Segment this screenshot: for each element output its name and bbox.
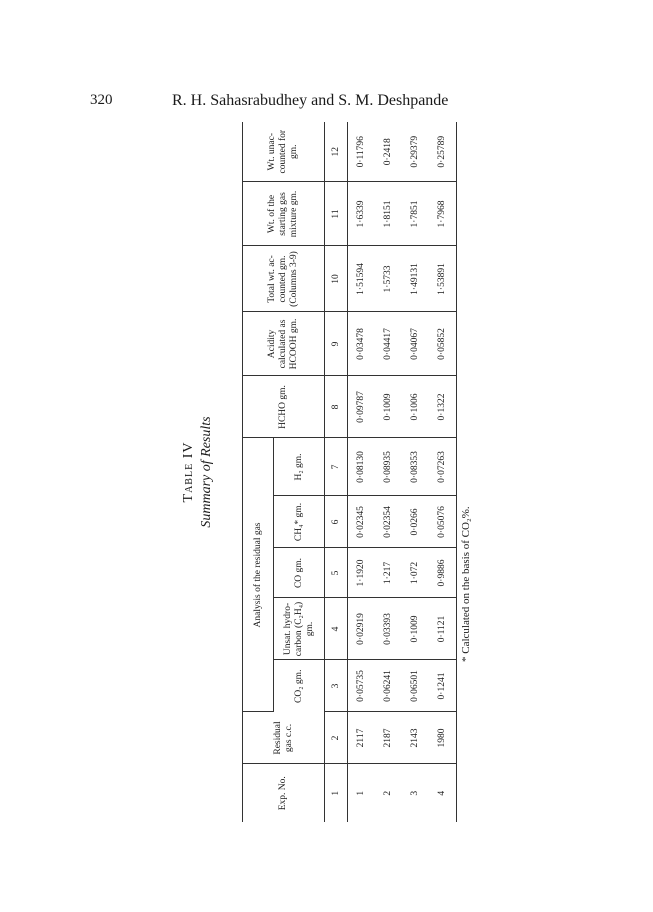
results-table: Exp. No. Residual gas c.c. Analysis of t… (242, 121, 457, 822)
column-number: 7 (324, 437, 348, 496)
table-cell: 0·05076 (429, 496, 457, 548)
table-cell: 0·05735 (347, 660, 375, 712)
table-cell: 0·02919 (347, 598, 375, 660)
table-cell: 0·11796 (347, 121, 375, 182)
running-head: 320 R. H. Sahasrabudhey and S. M. Deshpa… (90, 92, 570, 116)
table-caption: Table IV Summary of Results (180, 122, 216, 822)
column-number: 2 (324, 712, 348, 764)
column-number: 3 (324, 660, 348, 712)
column-number-row: 1 2 3 4 5 6 7 8 9 10 11 12 (324, 121, 348, 822)
rotated-table-area: Table IV Summary of Results Exp. No. Res… (181, 121, 472, 822)
table-cell: 2143 (402, 712, 429, 764)
table-cell: 0·04067 (402, 311, 429, 376)
table-cell: 0·25789 (429, 121, 457, 182)
table-cell: 0·1121 (429, 598, 457, 660)
table-cell: 1·217 (375, 548, 402, 598)
table-cell: 1·6339 (347, 181, 375, 246)
table-cell: 0·9886 (429, 548, 457, 598)
table-cell: 1980 (429, 712, 457, 764)
column-number: 1 (324, 764, 348, 822)
table-cell: 0·05852 (429, 311, 457, 376)
table-cell: 2187 (375, 712, 402, 764)
col-header-starting-gas: Wt. of the starting gas mixture gm. (242, 181, 325, 246)
col-header-residual-gas: Residual gas c.c. (242, 712, 325, 764)
table-cell: 0·06501 (402, 660, 429, 712)
table-cell: 0·1006 (402, 375, 429, 438)
column-number: 12 (324, 121, 348, 182)
table-cell: 0·1009 (375, 375, 402, 438)
table-cell: 1·5733 (375, 245, 402, 312)
table-cell: 1·1920 (347, 548, 375, 598)
table-cell: 0·1009 (402, 598, 429, 660)
col-header-exp-no: Exp. No. (278, 776, 288, 811)
table-cell: 1 (356, 790, 366, 796)
column-number: 11 (324, 181, 348, 246)
table-cell: 0·08130 (347, 437, 375, 496)
table-cell: 0·0266 (402, 496, 429, 548)
table-cell: 1·51594 (347, 245, 375, 312)
table-cell: 2117 (347, 712, 375, 764)
table-row: 3 2143 0·06501 0·1009 1·072 0·0266 0·083… (402, 121, 429, 822)
table-title: Summary of Results (199, 416, 214, 528)
column-number: 4 (324, 598, 348, 660)
table-cell: 0·04417 (375, 311, 402, 376)
table-cell: 1·53891 (429, 245, 457, 312)
col-header-ch4: CH₄* gm. (273, 496, 325, 548)
col-header-unaccounted: Wt. unac-counted for gm. (242, 121, 325, 182)
table-footnote: * Calculated on the basis of CO₂%. (460, 506, 472, 662)
table-cell: 0·1241 (429, 660, 457, 712)
column-number: 9 (324, 311, 348, 376)
table-cell: 4 (437, 790, 447, 796)
col-header-unsat-hydrocarbon: Unsat. hydro-carbon (C₂H₄) gm. (273, 598, 325, 660)
table-cell: 0·02345 (347, 496, 375, 548)
table-row: 2 2187 0·06241 0·03393 1·217 0·02354 0·0… (375, 121, 402, 822)
col-header-hcho: HCHO gm. (242, 375, 325, 438)
table-cell: 0·06241 (375, 660, 402, 712)
table-cell: 1·49131 (402, 245, 429, 312)
table-cell: 0·29379 (402, 121, 429, 182)
table-cell: 0·08935 (375, 437, 402, 496)
column-number: 10 (324, 245, 348, 312)
column-number: 8 (324, 375, 348, 438)
table-row: 1 2117 0·05735 0·02919 1·1920 0·02345 0·… (347, 121, 375, 822)
col-header-h2: H₂ gm. (273, 437, 325, 496)
table-cell: 0·03393 (375, 598, 402, 660)
table-label: Table IV (181, 441, 196, 503)
col-header-co2: CO₂ gm. (293, 669, 304, 703)
table-row: 4 1980 0·1241 0·1121 0·9886 0·05076 0·07… (429, 121, 457, 822)
table-block: Table IV Summary of Results Exp. No. Res… (181, 121, 472, 822)
table-cell: 0·2418 (375, 121, 402, 182)
running-title: R. H. Sahasrabudhey and S. M. Deshpande (172, 92, 449, 109)
table-cell: 0·09787 (347, 375, 375, 438)
table-cell: 1·072 (402, 548, 429, 598)
table-cell: 0·03478 (347, 311, 375, 376)
table-cell: 1·7851 (402, 181, 429, 246)
table-cell: 0·07263 (429, 437, 457, 496)
table-cell: 2 (383, 790, 393, 796)
column-number: 5 (324, 548, 348, 598)
table-cell: 1·7968 (429, 181, 457, 246)
group-header-residual-gas: Analysis of the residual gas (242, 437, 274, 712)
table-cell: 0·08353 (402, 437, 429, 496)
table-cell: 0·1322 (429, 375, 457, 438)
column-number: 6 (324, 496, 348, 548)
col-header-co: CO gm. (273, 548, 325, 598)
table-cell: 3 (410, 790, 420, 796)
table-cell: 1·8151 (375, 181, 402, 246)
col-header-acidity: Acidity calculated as HCOOH gm. (242, 311, 325, 376)
col-header-total-accounted: Total wt. ac-counted gm. (Columns 3-9) (242, 245, 325, 312)
page-number: 320 (90, 92, 113, 108)
table-cell: 0·02354 (375, 496, 402, 548)
